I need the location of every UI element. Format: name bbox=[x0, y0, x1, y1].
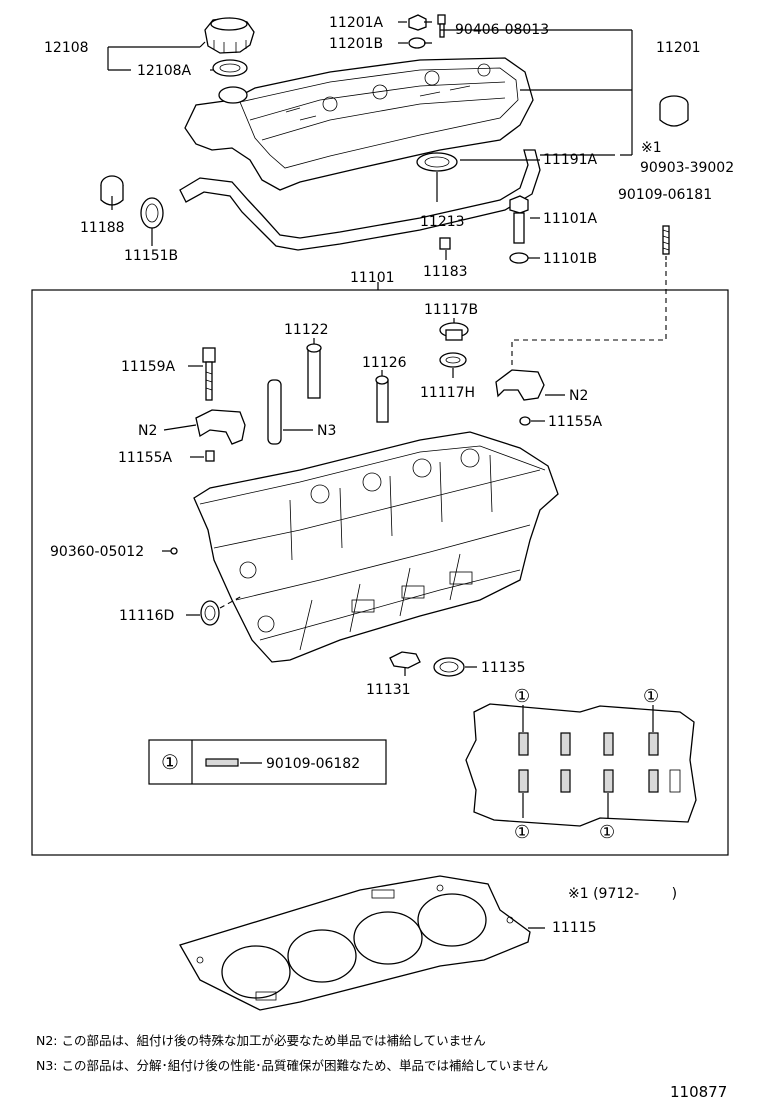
note-N2: N2: この部品は、組付け後の特殊な加工が必要なため単品では補給していません bbox=[36, 1033, 486, 1048]
label-11151B: 11151B bbox=[124, 248, 178, 264]
label-11159A: 11159A bbox=[121, 359, 176, 375]
label-12108: 12108 bbox=[44, 40, 89, 56]
label-11116D: 11116D bbox=[119, 608, 174, 624]
cap-plug bbox=[659, 95, 689, 127]
label-11101: 11101 bbox=[350, 270, 395, 286]
label-11183: 11183 bbox=[423, 264, 468, 280]
cam-cap-bolt bbox=[202, 347, 216, 401]
label-circle-1-a: ① bbox=[514, 686, 530, 707]
label-star1: ※1 bbox=[641, 140, 662, 156]
label-11101A: 11101A bbox=[543, 211, 598, 227]
head-plug bbox=[100, 175, 124, 206]
intake-valve-guide bbox=[375, 375, 389, 423]
label-12108A: 12108A bbox=[137, 63, 192, 79]
label-11117H: 11117H bbox=[420, 385, 475, 401]
label-11135: 11135 bbox=[481, 660, 526, 676]
figure-number: 110877 bbox=[670, 1083, 727, 1101]
valve-cover bbox=[184, 57, 534, 191]
label-N2-left: N2 bbox=[138, 423, 157, 439]
note-N3: N3: この部品は、分解･組付け後の性能･品質確保が困難なため、単品では補給して… bbox=[36, 1058, 548, 1073]
pin-tube bbox=[267, 379, 282, 445]
label-circle-1-d: ① bbox=[599, 822, 615, 843]
oil-seal bbox=[140, 197, 164, 229]
valve-guide-bushing bbox=[306, 343, 322, 399]
stud-legend-box bbox=[148, 739, 387, 785]
cylinder-head bbox=[193, 431, 559, 663]
label-11117B: 11117B bbox=[424, 302, 478, 318]
camshaft-bearing-cap-left bbox=[195, 409, 246, 445]
cylinder-head-gasket bbox=[179, 875, 531, 1011]
label-11191A: 11191A bbox=[543, 152, 598, 168]
head-bolt-pattern bbox=[465, 703, 697, 827]
plug-tube-gasket bbox=[416, 152, 458, 172]
oil-filler-cap bbox=[204, 17, 255, 54]
dowel-pin-left bbox=[205, 450, 215, 462]
head-oil-seal bbox=[200, 600, 220, 626]
small-dowel bbox=[439, 237, 451, 250]
label-11155A-right: 11155A bbox=[548, 414, 603, 430]
label-90406-08013: 90406-08013 bbox=[455, 22, 549, 38]
label-circle-1-c: ① bbox=[514, 822, 530, 843]
label-11201B: 11201B bbox=[329, 36, 383, 52]
small-plug bbox=[170, 547, 178, 555]
plug-tube-seal bbox=[389, 651, 421, 669]
label-11201: 11201 bbox=[656, 40, 701, 56]
label-11188: 11188 bbox=[80, 220, 125, 236]
label-90903-39002: 90903-39002 bbox=[640, 160, 734, 176]
camshaft-bearing-cap-right bbox=[495, 369, 545, 401]
label-N2-right: N2 bbox=[569, 388, 588, 404]
label-90360-05012: 90360-05012 bbox=[50, 544, 144, 560]
valve-cover-gasket bbox=[179, 149, 541, 251]
plug-seal-upper bbox=[439, 322, 469, 341]
label-N3: N3 bbox=[317, 423, 336, 439]
label-range-note: ※1 (9712- ) bbox=[568, 886, 677, 902]
plug-tube-gasket-ring bbox=[433, 657, 465, 677]
label-11155A-left: 11155A bbox=[118, 450, 173, 466]
label-11126: 11126 bbox=[362, 355, 407, 371]
label-circle-1-box: ① bbox=[161, 750, 179, 774]
label-11201A: 11201A bbox=[329, 15, 384, 31]
label-11131: 11131 bbox=[366, 682, 411, 698]
stud-bolt bbox=[662, 225, 670, 255]
label-90109-06182: 90109-06182 bbox=[266, 756, 360, 772]
bolt-washer bbox=[509, 252, 529, 264]
label-90109-06181: 90109-06181 bbox=[618, 187, 712, 203]
cover-bolt bbox=[437, 14, 446, 38]
label-circle-1-b: ① bbox=[643, 686, 659, 707]
label-11101B: 11101B bbox=[543, 251, 597, 267]
cover-nut bbox=[408, 14, 427, 31]
label-11213: 11213 bbox=[420, 214, 465, 230]
dowel-pin-right bbox=[519, 416, 531, 426]
label-11122: 11122 bbox=[284, 322, 329, 338]
cover-seal-washer bbox=[408, 37, 426, 49]
filler-cap-gasket bbox=[212, 59, 248, 77]
label-11115: 11115 bbox=[552, 920, 597, 936]
plug-seal-lower bbox=[439, 352, 467, 368]
head-bolt bbox=[509, 195, 529, 244]
